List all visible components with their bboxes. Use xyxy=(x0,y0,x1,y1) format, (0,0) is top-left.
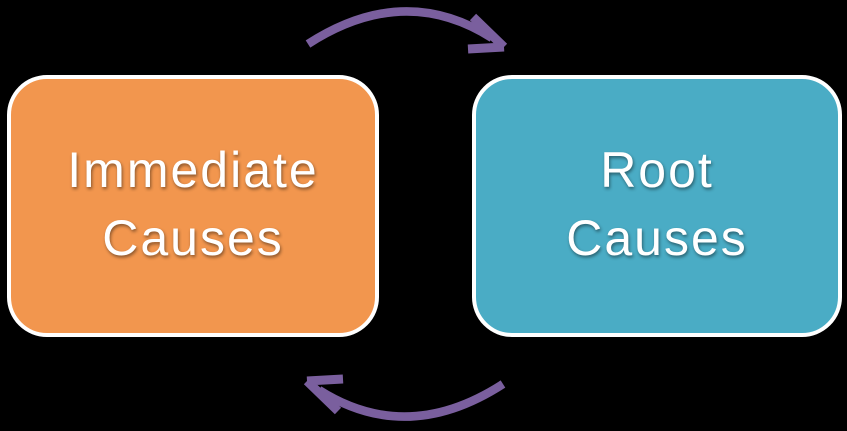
bottom-arrow-head xyxy=(303,374,344,415)
immediate-causes-label-line-2: Causes xyxy=(102,210,284,266)
node-root-causes: Root Causes xyxy=(472,75,842,337)
root-causes-box xyxy=(472,75,842,337)
bottom-arrow-shaft xyxy=(316,380,506,421)
root-causes-label-line-1: Root xyxy=(600,142,714,198)
immediate-causes-box xyxy=(7,75,379,337)
top-arrow-shaft xyxy=(305,7,495,48)
root-causes-label-line-2: Causes xyxy=(566,210,748,266)
bottom-arrow xyxy=(303,374,506,421)
top-arrow xyxy=(305,7,508,54)
immediate-causes-label-line-1: Immediate xyxy=(67,142,318,198)
top-arrow-head xyxy=(467,13,508,54)
node-immediate-causes: Immediate Causes xyxy=(7,75,379,337)
